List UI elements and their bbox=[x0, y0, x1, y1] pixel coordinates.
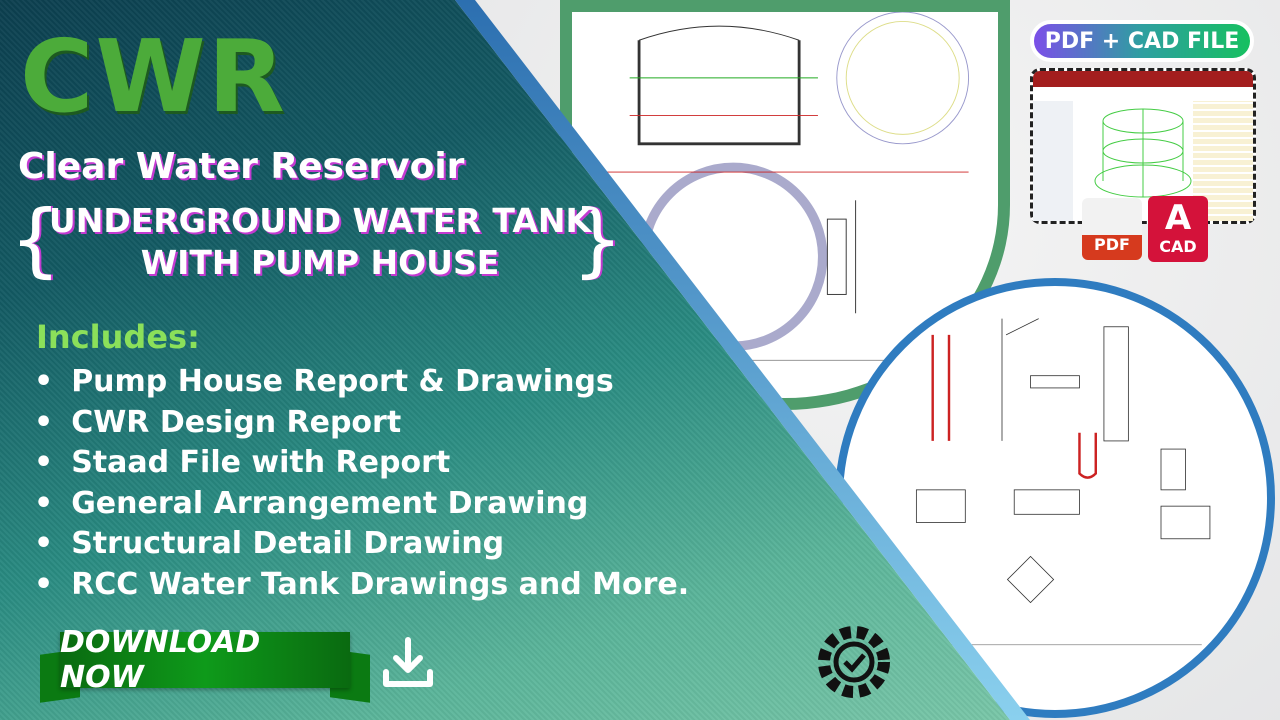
left-brace-icon: { bbox=[10, 193, 61, 286]
list-item: Pump House Report & Drawings bbox=[30, 362, 689, 403]
download-now-button[interactable]: DOWNLOAD NOW bbox=[60, 625, 350, 695]
pdf-cad-badge: PDF + CAD FILE bbox=[1030, 20, 1254, 62]
list-item: Staad File with Report bbox=[30, 443, 689, 484]
right-brace-icon: } bbox=[572, 193, 623, 286]
list-item: General Arrangement Drawing bbox=[30, 484, 689, 525]
app-ribbon bbox=[1033, 71, 1253, 87]
tank-heading-line2: WITH PUMP HOUSE bbox=[140, 243, 500, 282]
subtitle: Clear Water Reservoir bbox=[18, 146, 465, 187]
tank-heading-line1: UNDERGROUND WATER TANK bbox=[48, 201, 592, 240]
list-item: CWR Design Report bbox=[30, 403, 689, 444]
main-title: CWR bbox=[20, 18, 287, 135]
includes-label: Includes: bbox=[36, 318, 200, 356]
pdf-file-icon: PDF bbox=[1082, 198, 1142, 260]
tank-heading: UNDERGROUND WATER TANK WITH PUMP HOUSE bbox=[40, 200, 600, 284]
gear-check-icon bbox=[818, 626, 890, 698]
tank-3d-model bbox=[1094, 108, 1192, 198]
autocad-file-icon: A CAD bbox=[1148, 196, 1208, 262]
app-sidebar bbox=[1033, 101, 1073, 221]
staad-software-screenshot bbox=[1030, 68, 1256, 224]
includes-list: Pump House Report & Drawings CWR Design … bbox=[30, 362, 689, 605]
cad-label: CAD bbox=[1159, 237, 1197, 256]
download-icon[interactable] bbox=[382, 636, 434, 692]
list-item: RCC Water Tank Drawings and More. bbox=[30, 565, 689, 606]
autocad-logo-letter: A bbox=[1164, 198, 1192, 238]
list-item: Structural Detail Drawing bbox=[30, 524, 689, 565]
